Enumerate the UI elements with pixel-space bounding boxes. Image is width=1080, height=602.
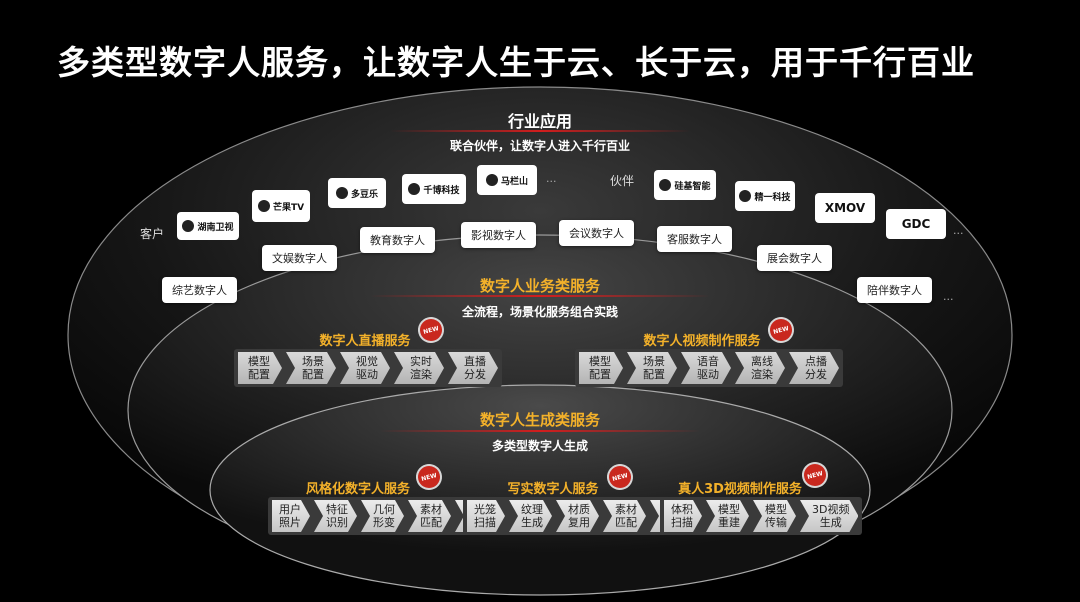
scenario-ellipsis: ...	[943, 290, 954, 303]
customer-logo-duodoule: 多豆乐	[328, 178, 386, 208]
live-step-4: 实时渲染	[394, 352, 444, 384]
partner-logo-guiji: 硅基智能	[654, 170, 716, 200]
partner-logo-gdc: GDC	[886, 209, 946, 239]
real-3d-step-2: 模型重建	[706, 500, 749, 532]
scenario-companion-digital-human: 陪伴数字人	[857, 277, 932, 303]
stylized-step-4: 素材匹配	[408, 500, 451, 532]
qianbo-logo-icon	[408, 183, 421, 195]
partner-logo-jingyi: 精一科技	[735, 181, 795, 211]
real-3d-service-steps: 体积扫描 模型重建 模型传输 3D视频生成	[660, 497, 863, 535]
hunan-tv-logo-icon	[182, 220, 195, 232]
video-service-steps: 模型配置 场景配置 语音驱动 离线渲染 点播分发	[575, 349, 843, 387]
customer-logo-mango-tv: 芒果TV	[252, 190, 310, 222]
mango-tv-logo-icon	[257, 200, 270, 212]
generation-subtitle: 多类型数字人生成	[491, 439, 589, 453]
scenario-variety-digital-human: 综艺数字人	[162, 277, 237, 303]
customer-logo-malanshan: 马栏山	[477, 165, 537, 195]
partner-ellipsis: ...	[953, 224, 964, 237]
real-3d-step-3: 模型传输	[753, 500, 796, 532]
stylized-service-title: 风格化数字人服务	[305, 482, 411, 497]
video-service-title: 数字人视频制作服务	[643, 334, 761, 349]
generation-title: 数字人生成类服务	[479, 411, 601, 429]
stylized-step-2: 特征识别	[314, 500, 357, 532]
realistic-step-4: 素材匹配	[603, 500, 646, 532]
customer-logo-hunan-tv: 湖南卫视	[177, 212, 239, 240]
video-step-5: 点播分发	[789, 352, 839, 384]
realistic-step-1: 光笼扫描	[467, 500, 505, 532]
scenario-meeting-digital-human: 会议数字人	[559, 220, 634, 246]
live-service-title: 数字人直播服务	[319, 334, 411, 349]
live-step-3: 视觉驱动	[340, 352, 390, 384]
jingyi-logo-icon	[739, 190, 752, 202]
realistic-service-title: 写实数字人服务	[507, 482, 599, 497]
scenario-education-digital-human: 教育数字人	[360, 227, 435, 253]
scenario-service-digital-human: 客服数字人	[657, 226, 732, 252]
video-step-4: 离线渲染	[735, 352, 785, 384]
page-title: 多类型数字人服务，让数字人生于云、长于云，用于千行百业	[57, 43, 975, 82]
live-step-5: 直播分发	[448, 352, 498, 384]
guiji-logo-icon	[659, 179, 672, 191]
stylized-step-3: 几何形变	[361, 500, 404, 532]
live-service-steps: 模型配置 场景配置 视觉驱动 实时渲染 直播分发	[234, 349, 502, 387]
scenario-exhibition-digital-human: 展会数字人	[757, 245, 832, 271]
customer-logo-qianbo: 千博科技	[402, 174, 466, 204]
realistic-step-3: 材质复用	[556, 500, 599, 532]
customer-label: 客户	[140, 227, 165, 241]
realistic-step-2: 纹理生成	[509, 500, 552, 532]
video-step-3: 语音驱动	[681, 352, 731, 384]
malanshan-logo-icon	[485, 174, 498, 186]
business-title: 数字人业务类服务	[479, 277, 601, 295]
live-step-1: 模型配置	[238, 352, 282, 384]
customer-ellipsis: ...	[546, 172, 557, 185]
generation-divider	[380, 430, 700, 432]
scenario-entertainment-digital-human: 文娱数字人	[262, 245, 337, 271]
duodoule-logo-icon	[335, 187, 348, 199]
industry-title: 行业应用	[507, 112, 573, 131]
industry-subtitle: 联合伙伴，让数字人进入千行百业	[449, 139, 631, 153]
real-3d-service-title: 真人3D视频制作服务	[678, 482, 802, 497]
business-divider	[370, 295, 710, 297]
stylized-step-1: 用户照片	[272, 500, 310, 532]
video-step-1: 模型配置	[579, 352, 623, 384]
industry-divider	[390, 130, 690, 132]
real-3d-step-1: 体积扫描	[664, 500, 702, 532]
scenario-film-digital-human: 影视数字人	[461, 222, 536, 248]
partner-logo-xmov: XMOV	[815, 193, 875, 223]
partner-label: 伙伴	[610, 174, 635, 188]
real-3d-step-4: 3D视频生成	[800, 500, 858, 532]
business-subtitle: 全流程，场景化服务组合实践	[461, 305, 619, 319]
video-step-2: 场景配置	[627, 352, 677, 384]
live-step-2: 场景配置	[286, 352, 336, 384]
